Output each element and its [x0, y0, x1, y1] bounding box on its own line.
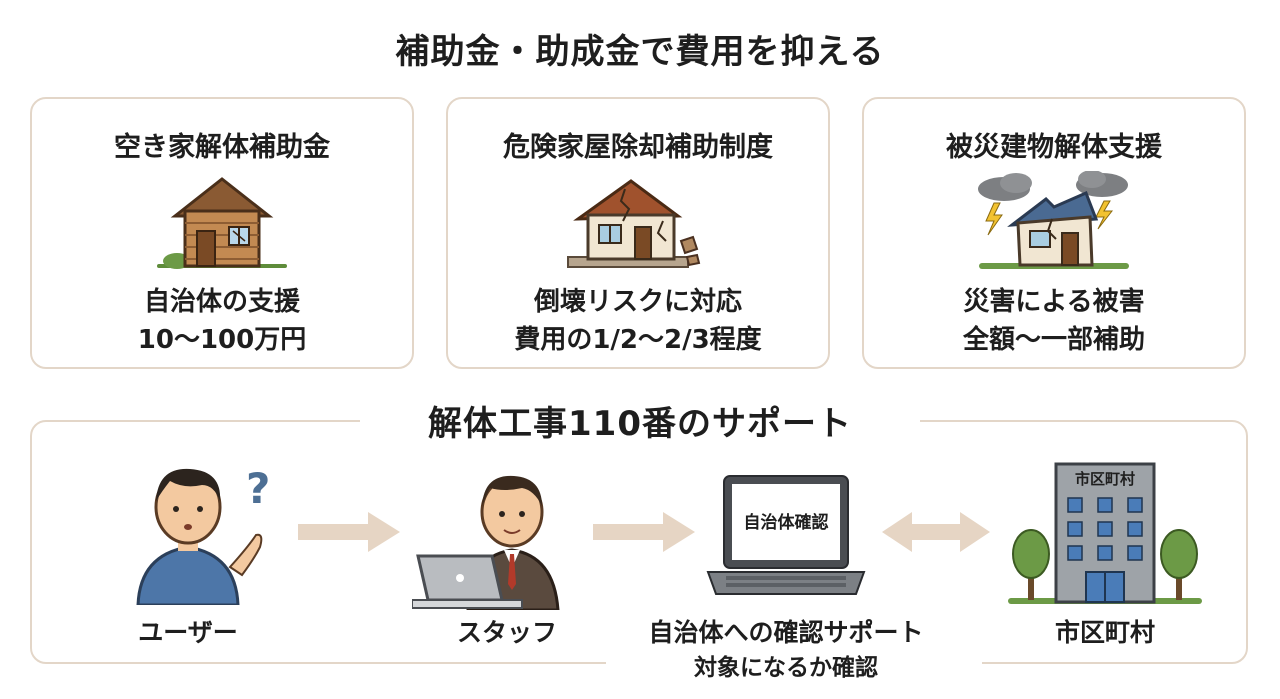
user-figure-icon: ? [118, 455, 288, 607]
card-line: 費用の1/2〜2/3程度 [514, 325, 762, 355]
support-title: 解体工事110番のサポート [428, 404, 852, 444]
card-title: 被災建物解体支援 [946, 132, 1162, 163]
card-description: 倒壊リスクに対応 費用の1/2〜2/3程度 [448, 283, 828, 359]
page-title: 補助金・助成金で費用を抑える [395, 32, 885, 72]
card-title: 空き家解体補助金 [114, 132, 330, 163]
cracked-house-icon [448, 171, 828, 281]
laptop-label: 自治体への確認サポート [648, 618, 924, 647]
city-hall-icon: 市区町村 [1008, 456, 1202, 606]
card-line: 全額〜一部補助 [962, 325, 1145, 355]
subsidy-card-disaster-building: 被災建物解体支援 災害による被害 全額〜一部補助 [862, 97, 1246, 369]
frame-gap [360, 414, 920, 426]
wooden-house-icon [32, 171, 412, 281]
subsidy-card-vacant-house: 空き家解体補助金 自治体の支援 10〜100万円 [30, 97, 414, 369]
city-label: 市区町村 [1054, 618, 1155, 647]
card-line: 自治体の支援 [143, 287, 300, 317]
svg-text:?: ? [246, 464, 270, 513]
card-description: 自治体の支援 10〜100万円 [32, 283, 412, 359]
subsidy-card-dangerous-house: 危険家屋除却補助制度 倒壊リスクに対応 費用の1/2〜2/3程度 [446, 97, 830, 369]
arrow-right-icon [298, 510, 403, 558]
storm-damaged-house-icon [864, 171, 1244, 281]
building-sign: 市区町村 [1074, 470, 1135, 488]
frame-gap [606, 656, 982, 670]
card-line: 災害による被害 [963, 287, 1145, 317]
laptop-icon: 自治体確認 [706, 472, 866, 598]
card-line: 10〜100万円 [137, 325, 307, 355]
card-line: 倒壊リスクに対応 [533, 287, 742, 317]
user-label: ユーザー [138, 618, 238, 647]
staff-figure-icon [411, 460, 582, 612]
card-description: 災害による被害 全額〜一部補助 [864, 283, 1244, 359]
laptop-sublabel: 対象になるか確認 [694, 655, 878, 681]
arrow-right-icon [593, 510, 698, 558]
laptop-screen-text: 自治体確認 [743, 513, 829, 533]
card-title: 危険家屋除却補助制度 [503, 132, 773, 163]
double-arrow-icon [880, 510, 992, 558]
staff-label: スタッフ [456, 618, 557, 647]
